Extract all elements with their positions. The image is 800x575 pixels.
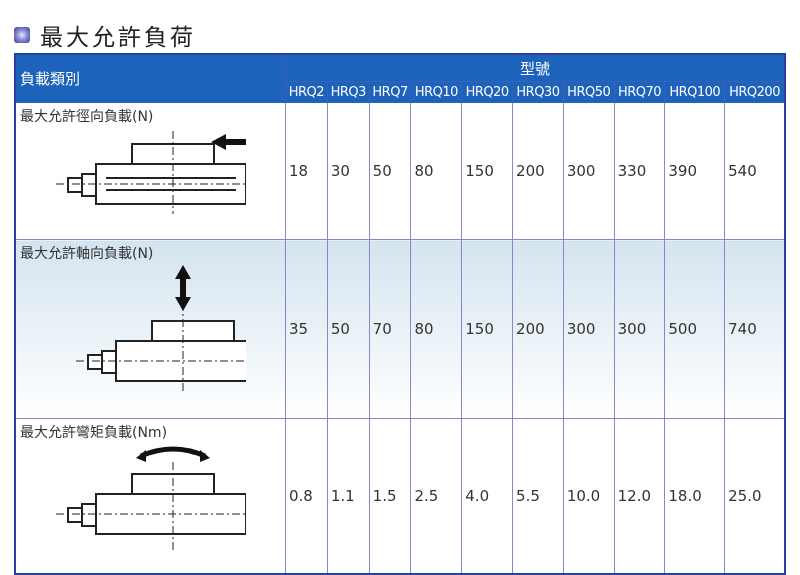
value-cell: 300 [613,239,666,419]
model-header: HRQ10 [410,81,463,103]
value-cell: 390 [664,102,726,240]
value-cell: 5.5 [512,418,564,575]
model-header: HRQ7 [368,81,412,103]
value-cell: 50 [326,239,370,419]
model-header: HRQ20 [461,81,514,103]
value-cell: 200 [512,239,564,419]
row-label: 最大允許徑向負載(N) [20,109,154,125]
title-text: 最大允許負荷 [40,25,196,51]
value-cell: 10.0 [562,418,615,575]
axial-load-diagram-icon [76,265,246,391]
model-header: HRQ2 [285,81,328,103]
value-cell: 30 [326,102,370,240]
value-cell: 18.0 [664,418,726,575]
value-cell: 4.0 [461,418,514,575]
radial-load-diagram-icon [56,131,246,214]
model-group-header: 型號 [285,53,786,82]
value-cell: 50 [368,102,412,240]
value-cell: 18 [285,102,328,240]
model-header: HRQ100 [664,81,726,103]
value-cell: 80 [410,239,463,419]
value-cell: 1.1 [326,418,370,575]
value-cell: 80 [410,102,463,240]
value-cell: 200 [512,102,564,240]
model-header: HRQ70 [613,81,666,103]
value-cell: 150 [461,102,514,240]
value-cell: 70 [368,239,412,419]
bullet-icon [14,27,30,43]
category-header: 負載類別 [14,53,286,103]
value-cell: 35 [285,239,328,419]
row-label: 最大允許彎矩負載(Nm) [20,425,168,441]
value-cell: 500 [664,239,726,419]
model-header: HRQ3 [326,81,370,103]
value-cell: 300 [562,239,615,419]
value-cell: 540 [724,102,786,240]
value-cell: 0.8 [285,418,328,575]
model-header: HRQ30 [512,81,564,103]
value-cell: 1.5 [368,418,412,575]
model-header: HRQ200 [724,81,786,103]
value-cell: 25.0 [724,418,786,575]
model-header: HRQ50 [562,81,615,103]
value-cell: 12.0 [613,418,666,575]
value-cell: 300 [562,102,615,240]
value-cell: 150 [461,239,514,419]
section-title: 最大允許負荷 [14,18,196,52]
value-cell: 330 [613,102,666,240]
value-cell: 740 [724,239,786,419]
value-cell: 2.5 [410,418,463,575]
moment-load-diagram-icon [56,446,246,550]
row-label: 最大允許軸向負載(N) [20,246,154,262]
